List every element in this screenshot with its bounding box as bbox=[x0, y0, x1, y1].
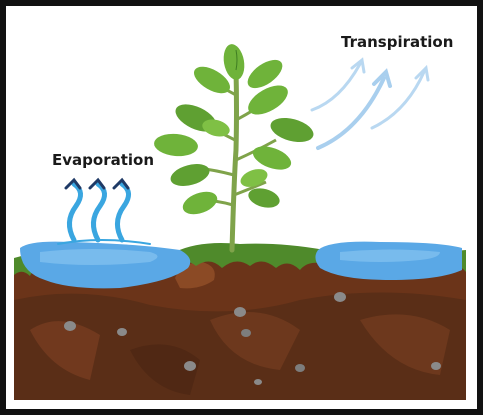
evaporation-arrows-icon bbox=[57, 177, 151, 245]
transpiration-label: Transpiration bbox=[341, 33, 454, 51]
transpiration-arrows-icon bbox=[310, 57, 430, 150]
water-cycle-scene bbox=[14, 44, 466, 400]
evaporation-label: Evaporation bbox=[52, 151, 155, 169]
water-puddles bbox=[20, 241, 462, 289]
soil-layer bbox=[14, 249, 466, 400]
plant-icon bbox=[154, 44, 314, 253]
